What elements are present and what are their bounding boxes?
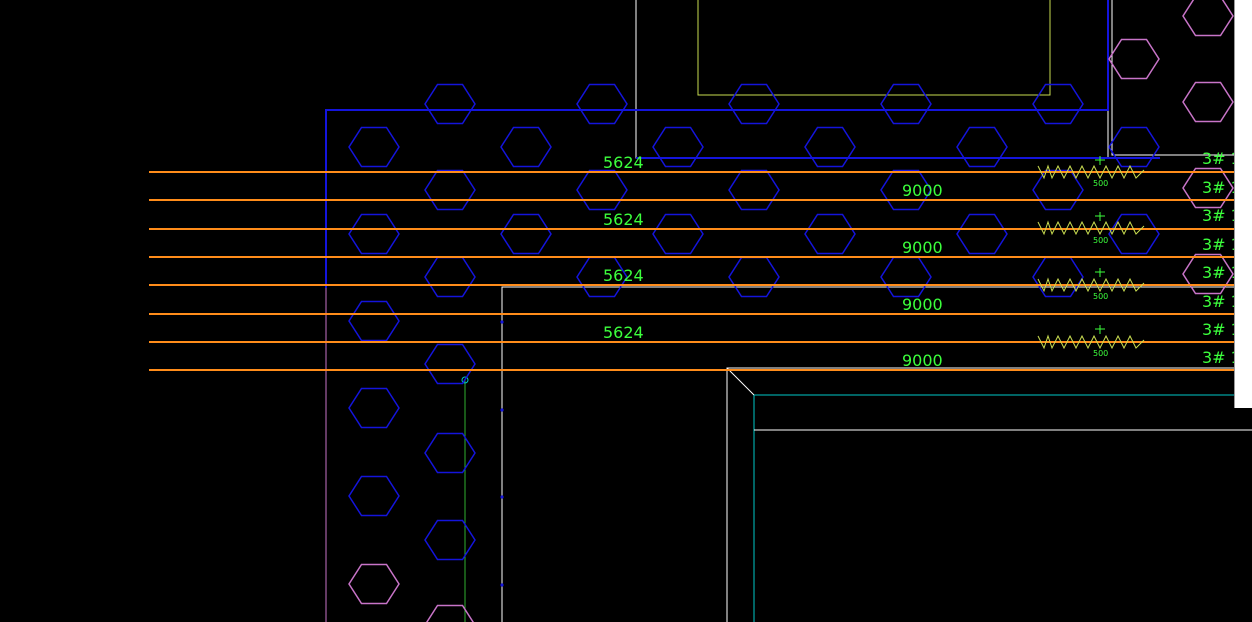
spacing-label: 500 [1093,236,1108,245]
hexagon-hatch [500,213,552,255]
panel-text [1239,67,1251,81]
tag-label: 3# 1 [1202,292,1241,311]
pipe-lines[interactable] [149,171,1234,371]
panel-text [1239,194,1251,208]
length-label: 9000 [902,351,943,370]
hexagon-hatch [576,83,628,125]
hexagon-hatch [1032,83,1084,125]
hexagon-hatch [500,126,552,168]
hexagon-hatch [426,604,474,622]
hexagon-hatch [880,83,932,125]
hexagon-hatch [348,213,400,255]
lower-walls[interactable] [325,286,1252,622]
spacing-label: 500 [1093,349,1108,358]
hexagon-hatch [1182,0,1234,37]
hexagon-hatch [348,563,400,605]
hexagon-hatch [652,213,704,255]
hexagon-hatch [348,300,400,342]
side-panel[interactable] [1234,0,1252,408]
length-label: 9000 [902,238,943,257]
hexagon-hatch [1182,167,1234,209]
hexagon-hatch [348,387,400,429]
hexagon-hatch [424,519,476,561]
tag-label: 3# 1 [1202,263,1241,282]
hexagon-hatch [804,213,856,255]
hexagon-hatch [576,169,628,211]
hexagon-hatch [728,169,780,211]
length-label: 5624 [603,266,644,285]
hexagon-hatch [424,432,476,474]
wall-markers [500,320,504,587]
hexagon-hatch [1108,38,1160,80]
hexagon-hatch [1182,81,1234,123]
tag-label: 3# 1 [1202,320,1241,339]
panel-text [1239,45,1251,59]
hexagon-hatch [1108,213,1160,255]
hexagon-hatch [804,126,856,168]
hexagon-hatch [652,126,704,168]
spacing-label: 500 [1093,292,1108,301]
upper-inner-frame[interactable] [697,0,1051,96]
tag-label: 3# 1 [1202,235,1241,254]
length-label: 9000 [902,181,943,200]
length-labels-left: 5624 5624 5624 5624 [603,153,644,342]
panel-text [1239,147,1251,161]
room-corner-diagonal[interactable] [726,367,755,396]
hexagon-hatch [424,83,476,125]
tag-label: 3# 1 [1202,149,1241,168]
guide-node[interactable] [461,376,469,384]
tag-label: 3# 1 [1202,206,1241,225]
hexagon-hatch [956,126,1008,168]
panel-text [1239,89,1251,103]
hexagon-hatch [1032,169,1084,211]
length-label: 5624 [603,210,644,229]
hexagon-hatch [348,475,400,517]
inner-wall-line[interactable] [501,286,1234,622]
spacing-label: 500 [1093,179,1108,188]
length-labels-right: 9000 9000 9000 9000 [902,181,943,370]
panel-text [1239,111,1251,125]
hexagon-hatch [956,213,1008,255]
hexagon-hatch [728,83,780,125]
spacing-labels: 500 500 500 500 [1093,179,1108,358]
hexagon-hatch [880,169,932,211]
hexagon-hatch [424,169,476,211]
hexagon-hatch [1108,126,1160,168]
tag-labels: 3# 1 3# 1 3# 1 3# 1 3# 1 3# 1 3# 1 3# 1 [1202,149,1241,367]
length-label: 9000 [902,295,943,314]
panel-text [1239,23,1251,37]
tag-label: 3# 1 [1202,178,1241,197]
panel-text [1239,2,1251,16]
break-symbols [1037,156,1145,350]
hexagon-hatch [424,343,476,385]
hexagon-hatch [348,126,400,168]
hexagon-hatch [1182,253,1234,295]
tag-label: 3# 1 [1202,348,1241,367]
length-label: 5624 [603,153,644,172]
length-label: 5624 [603,323,644,342]
right-white-frame[interactable] [1111,0,1234,156]
